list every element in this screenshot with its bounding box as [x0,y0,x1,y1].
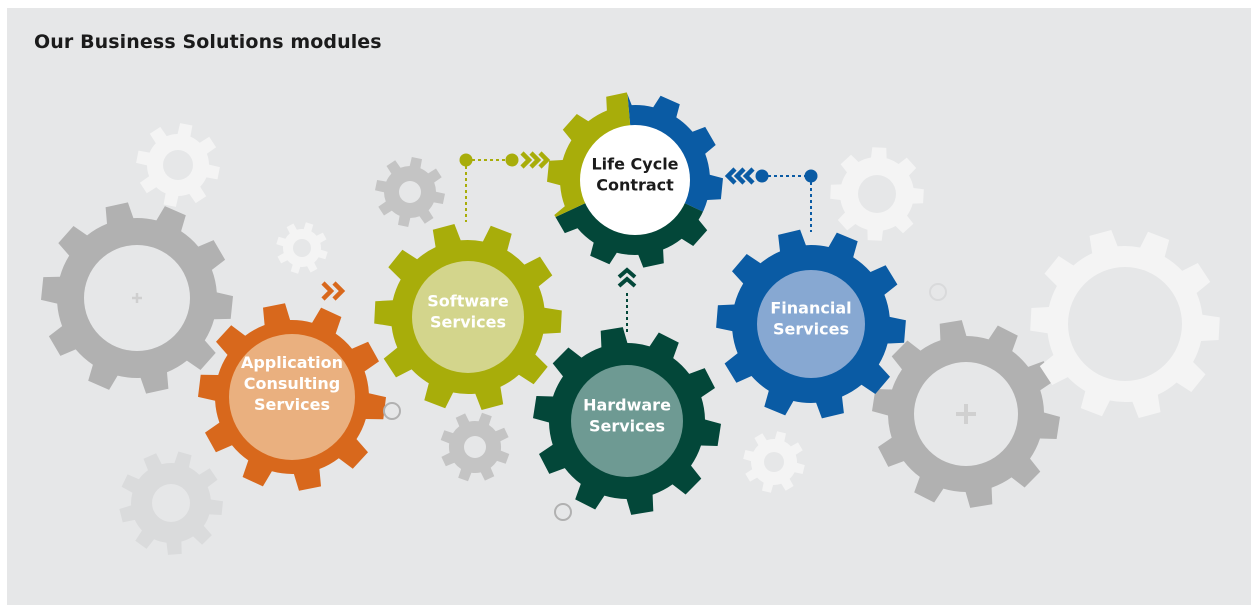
plus-icon [956,404,976,424]
label-line: Services [430,313,506,332]
background-gear [743,431,805,493]
connector-dot [755,169,769,183]
chevron-left-icon [724,167,755,185]
label-line: Services [589,417,665,436]
connector-dot [459,153,473,167]
gear-application-consulting [198,303,386,491]
label-line: Contract [596,176,674,195]
connector-consulting-to-software [321,281,346,301]
background-gears [41,123,1220,555]
gear-hardware [533,327,721,515]
label-line: Hardware [583,396,671,415]
background-gear [440,412,510,482]
chevron-right-icon [321,281,346,301]
connector-dot [505,153,519,167]
chevron-up-icon [617,267,637,288]
gear-software [374,224,562,410]
label-line: Life Cycle [591,155,678,174]
background-gear [119,451,223,555]
label-line: Financial [770,299,851,318]
ring-decoration [554,503,572,521]
background-gear [1030,230,1220,418]
connector-hardware-to-lifecycle [617,267,637,332]
label-line: Consulting [244,374,341,393]
connector-dot [804,169,818,183]
ring-decoration [383,402,401,420]
background-gear [136,123,220,207]
plus-icon [132,293,142,303]
gear-financial [716,229,906,419]
chevron-right-icon [520,151,551,169]
diagram-title: Our Business Solutions modules [34,31,382,53]
connector-financial-to-lifecycle [724,167,818,232]
label-line: Services [254,395,330,414]
connector-software-to-lifecycle [459,151,551,222]
ring-decoration [929,283,947,301]
background-gear [276,222,328,274]
label-line: Services [773,320,849,339]
label-line: Application [241,353,343,372]
label-line: Software [427,292,509,311]
background-gear [830,147,924,241]
background-gear [375,157,445,227]
